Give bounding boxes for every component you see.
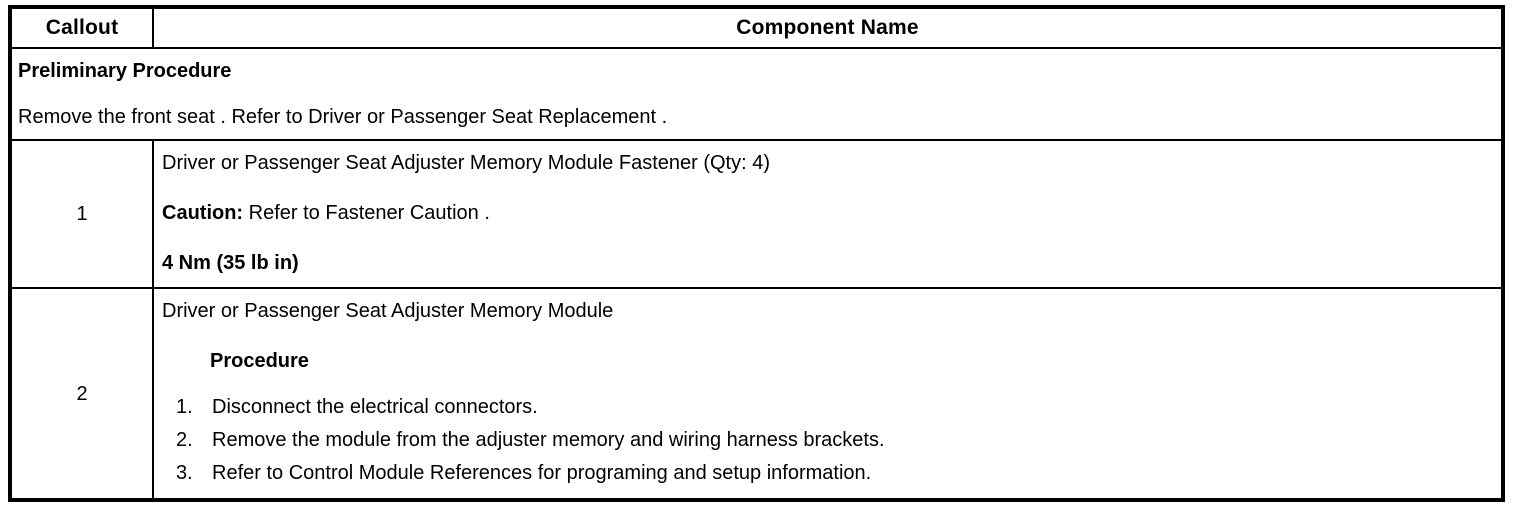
column-header-callout: Callout xyxy=(9,6,154,49)
caution-label: Caution: xyxy=(162,202,244,224)
step-text: Disconnect the electrical connectors. xyxy=(212,396,538,418)
caution-note-1: Caution: Refer to Fastener Caution . xyxy=(162,201,1495,225)
table-row: 1 Driver or Passenger Seat Adjuster Memo… xyxy=(9,139,1504,289)
component-parts-table: Callout Component Name Preliminary Proce… xyxy=(8,5,1505,502)
component-name-2: Driver or Passenger Seat Adjuster Memory… xyxy=(162,300,614,322)
callout-number-1: 1 xyxy=(9,139,154,289)
step-text: Refer to Control Module References for p… xyxy=(212,462,872,484)
list-item: 2. Remove the module from the adjuster m… xyxy=(162,428,1495,453)
callout-number-2: 2 xyxy=(9,287,154,501)
preliminary-procedure-title: Preliminary Procedure xyxy=(18,60,232,82)
preliminary-procedure-text: Remove the front seat . Refer to Driver … xyxy=(18,106,668,128)
list-item: 1. Disconnect the electrical connectors. xyxy=(162,395,1495,420)
component-cell-1: Driver or Passenger Seat Adjuster Memory… xyxy=(152,139,1504,289)
caution-text: Refer to Fastener Caution . xyxy=(243,202,490,224)
step-marker: 1. xyxy=(176,396,193,418)
torque-spec-1: 4 Nm (35 lb in) xyxy=(162,252,299,274)
table-header-row: Callout Component Name xyxy=(9,6,1504,49)
component-cell-2: Driver or Passenger Seat Adjuster Memory… xyxy=(152,287,1504,501)
procedure-heading: Procedure xyxy=(210,350,309,372)
step-text: Remove the module from the adjuster memo… xyxy=(212,429,885,451)
procedure-step-list: 1. Disconnect the electrical connectors.… xyxy=(162,395,1495,486)
preliminary-procedure-cell: Preliminary Procedure Remove the front s… xyxy=(9,47,1504,141)
preliminary-procedure-row: Preliminary Procedure Remove the front s… xyxy=(9,47,1504,141)
list-item: 3. Refer to Control Module References fo… xyxy=(162,461,1495,486)
column-header-component-name: Component Name xyxy=(152,6,1504,49)
component-name-1: Driver or Passenger Seat Adjuster Memory… xyxy=(162,152,771,174)
step-marker: 2. xyxy=(176,429,193,451)
table-row: 2 Driver or Passenger Seat Adjuster Memo… xyxy=(9,287,1504,501)
step-marker: 3. xyxy=(176,462,193,484)
